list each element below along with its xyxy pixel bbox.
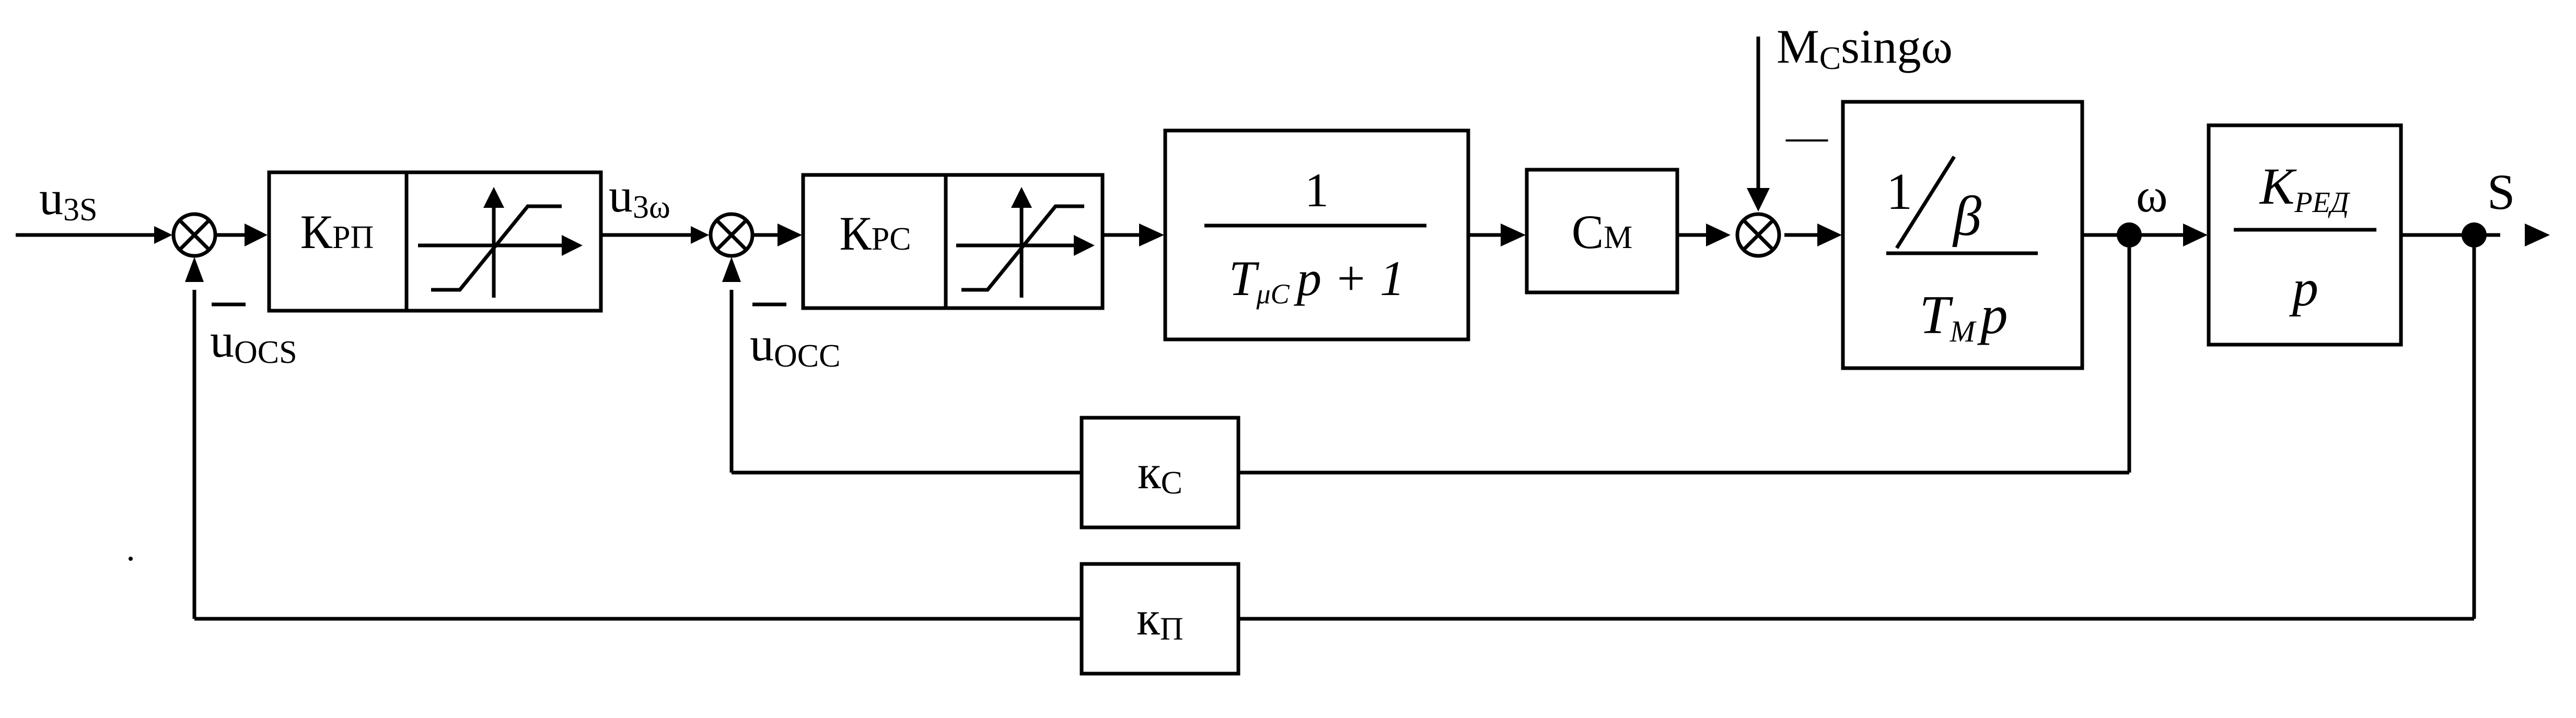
gear-num-sub: РЕД [2294, 186, 2350, 219]
arrowhead [1817, 223, 1842, 246]
svg-text:кП: кП [1136, 592, 1183, 647]
svg-text:кC: кC [1138, 445, 1182, 501]
svg-text:КРП: КРП [300, 205, 374, 258]
svg-text:MCsingω: MCsingω [1777, 20, 1953, 76]
motor-block: 1 β TMp [1841, 100, 2084, 370]
arrowhead [154, 226, 172, 244]
speed-reg-label: К [839, 207, 872, 260]
branch-point-omega [2117, 222, 2142, 248]
signal-lines [16, 37, 2500, 621]
arrowhead [1747, 188, 1770, 211]
arrowhead [691, 226, 709, 244]
motor-num-beta: β [1952, 185, 1981, 248]
motor-den-t: T [1919, 284, 1953, 345]
speed-regulator-block: КPC [801, 173, 1105, 310]
arrowhead [2183, 223, 2208, 246]
label-fb-pos: u [210, 314, 234, 367]
label-disturbance-sub: C [1819, 41, 1841, 76]
pos-reg-sub: РП [332, 220, 374, 255]
svg-text:KРЕД: KРЕД [2259, 157, 2351, 219]
motor-den-sub: M [1950, 314, 1977, 348]
summing-junction-speed [709, 212, 755, 258]
svg-text:TMp: TMp [1919, 284, 2008, 348]
saturation-icon [956, 187, 1095, 298]
motor-num-one: 1 [1886, 162, 1912, 220]
label-input-sub: 3S [63, 192, 97, 228]
filter-den-t: T [1229, 251, 1260, 306]
gear-num-k: K [2259, 157, 2297, 215]
kc-label: к [1138, 445, 1161, 499]
label-disturbance: M [1777, 20, 1819, 73]
svg-text:uOCC: uOCC [750, 317, 840, 374]
kp-sub: П [1160, 611, 1183, 647]
gear-den: p [2289, 259, 2318, 317]
label-output: S [2487, 164, 2515, 220]
arrowhead [778, 223, 802, 246]
arrowheads [154, 188, 2550, 282]
position-regulator-block: КРП [267, 170, 603, 313]
label-mid-sub: 3ω [633, 190, 670, 225]
cm-block: СМ [1525, 168, 1679, 295]
kp-label: к [1136, 592, 1160, 645]
cm-sub: М [1604, 220, 1632, 255]
pos-reg-label: К [300, 205, 333, 258]
label-mid: u [609, 169, 633, 222]
branch-point-output [2462, 222, 2487, 248]
label-fb-speed-sub: OCC [774, 338, 840, 374]
svg-text:СМ: СМ [1572, 205, 1633, 258]
arrowhead [245, 223, 268, 246]
summing-junction-position [171, 212, 217, 258]
cm-label: С [1572, 205, 1604, 258]
label-disturbance-rest: singω [1841, 20, 1953, 73]
arrowhead [1139, 223, 1164, 246]
svg-text:КPC: КPC [839, 207, 911, 260]
kp-block: кП [1080, 562, 1240, 676]
filter-den-rest: p + 1 [1294, 251, 1405, 306]
kc-block: кC [1080, 416, 1240, 529]
filter-den-sub: μC [1256, 278, 1290, 310]
arrowhead [722, 257, 741, 282]
svg-text:u3S: u3S [39, 171, 97, 228]
label-omega: ω [2136, 169, 2168, 222]
svg-text:u3ω: u3ω [609, 169, 670, 225]
kc-sub: C [1161, 465, 1182, 501]
motor-den-rest: p [1977, 284, 2008, 345]
saturation-icon [418, 187, 583, 298]
label-input: u [39, 171, 63, 225]
label-disturbance-minus: — [1785, 114, 1828, 160]
summing-junction-torque [1735, 212, 1781, 258]
arrowhead [185, 257, 204, 282]
arrowhead [1706, 223, 1731, 246]
stray-dot [129, 557, 133, 561]
filter-numerator: 1 [1305, 163, 1329, 217]
svg-text:uOCS: uOCS [210, 314, 297, 370]
label-fb-pos-sub: OCS [234, 335, 297, 370]
arrowhead [1501, 223, 1526, 246]
speed-reg-sub: PC [872, 221, 911, 257]
label-fb-speed: u [750, 317, 774, 371]
gear-block: KРЕД p [2207, 123, 2403, 347]
arrowhead [2525, 223, 2550, 246]
